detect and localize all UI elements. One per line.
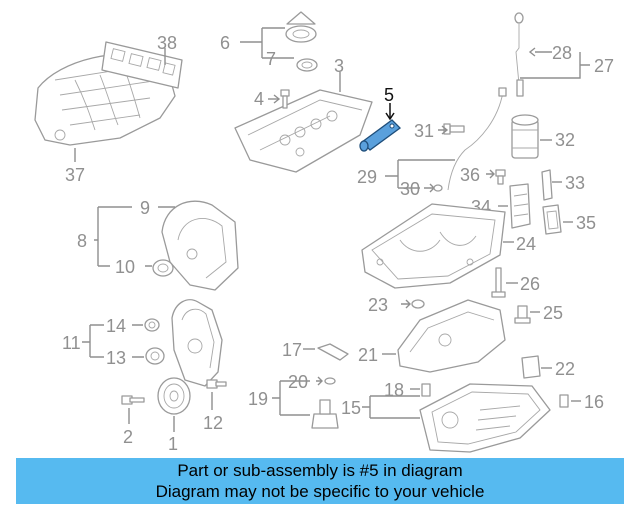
callout-9: 9 bbox=[140, 198, 150, 218]
plug-25 bbox=[514, 305, 531, 324]
callout-2: 2 bbox=[123, 427, 133, 447]
callout-26: 26 bbox=[520, 274, 540, 294]
callout-11: 11 bbox=[62, 333, 81, 353]
callout-3: 3 bbox=[334, 56, 344, 76]
part-22 bbox=[521, 355, 541, 379]
callout-6: 6 bbox=[220, 33, 230, 53]
bolt-30 bbox=[433, 184, 443, 192]
callout-5: 5 bbox=[384, 85, 394, 105]
callout-12: 12 bbox=[203, 413, 223, 433]
callout-29: 29 bbox=[357, 167, 377, 187]
callout-1: 1 bbox=[168, 434, 178, 454]
part-33 bbox=[541, 169, 553, 201]
highlighted-part-5 bbox=[359, 119, 401, 152]
bolt-26 bbox=[491, 267, 506, 298]
filler-cap-seal bbox=[296, 58, 318, 72]
callout-20: 20 bbox=[288, 372, 308, 392]
bolt-31 bbox=[443, 123, 465, 135]
oil-dipstick bbox=[447, 12, 524, 191]
callout-37: 37 bbox=[65, 165, 85, 185]
sensor-17 bbox=[317, 343, 349, 361]
valve-cover bbox=[234, 89, 373, 173]
banner-line-2: Diagram may not be specific to your vehi… bbox=[155, 482, 485, 501]
cover-bolt bbox=[280, 89, 290, 109]
seal-20 bbox=[324, 377, 336, 385]
part-18 bbox=[421, 383, 431, 397]
callout-28: 28 bbox=[552, 43, 572, 63]
callout-18: 18 bbox=[384, 380, 404, 400]
lower-oil-pan bbox=[419, 383, 551, 453]
callout-15: 15 bbox=[341, 398, 361, 418]
callout-31: 31 bbox=[414, 121, 434, 141]
callout-30: 30 bbox=[400, 179, 420, 199]
callout-21: 21 bbox=[358, 345, 378, 365]
timing-cover-seal bbox=[152, 259, 174, 277]
bolt-2 bbox=[121, 395, 145, 405]
crankshaft-pulley bbox=[157, 377, 191, 415]
upper-oil-pan bbox=[361, 203, 506, 289]
oil-filler-cap bbox=[285, 11, 317, 43]
oil-baffle bbox=[397, 299, 506, 373]
timing-cover-lower bbox=[171, 299, 223, 387]
callout-13: 13 bbox=[106, 348, 126, 368]
gasket-35 bbox=[542, 204, 562, 235]
seal-13 bbox=[145, 347, 165, 365]
oil-cooler bbox=[509, 183, 531, 229]
callout-23: 23 bbox=[368, 295, 388, 315]
callout-14: 14 bbox=[106, 316, 126, 336]
callout-10: 10 bbox=[115, 257, 135, 277]
callout-24: 24 bbox=[516, 234, 536, 254]
callout-19: 19 bbox=[248, 389, 268, 409]
callout-16: 16 bbox=[584, 392, 604, 412]
callout-27: 27 bbox=[594, 56, 614, 76]
oil-filter bbox=[511, 114, 539, 159]
bolt-36 bbox=[495, 169, 506, 185]
banner-line-1: Part or sub-assembly is #5 in diagram bbox=[177, 461, 463, 480]
callout-17: 17 bbox=[282, 340, 302, 360]
seal-14 bbox=[144, 318, 160, 332]
callout-7: 7 bbox=[266, 49, 276, 69]
info-banner: Part or sub-assembly is #5 in diagram Di… bbox=[16, 458, 624, 504]
callout-38: 38 bbox=[157, 33, 177, 53]
callout-22: 22 bbox=[555, 359, 575, 379]
callout-36: 36 bbox=[460, 165, 480, 185]
callout-25: 25 bbox=[543, 303, 563, 323]
bolt-12 bbox=[206, 379, 227, 389]
callout-32: 32 bbox=[555, 130, 575, 150]
drain-plug-16 bbox=[559, 394, 569, 408]
callout-4: 4 bbox=[254, 89, 264, 109]
callout-33: 33 bbox=[565, 173, 585, 193]
intake-gasket bbox=[101, 41, 183, 89]
oil-level-sensor bbox=[311, 399, 339, 429]
seal-23 bbox=[411, 299, 425, 309]
timing-cover-upper bbox=[161, 200, 239, 291]
callout-35: 35 bbox=[576, 213, 596, 233]
callout-8: 8 bbox=[77, 231, 87, 251]
